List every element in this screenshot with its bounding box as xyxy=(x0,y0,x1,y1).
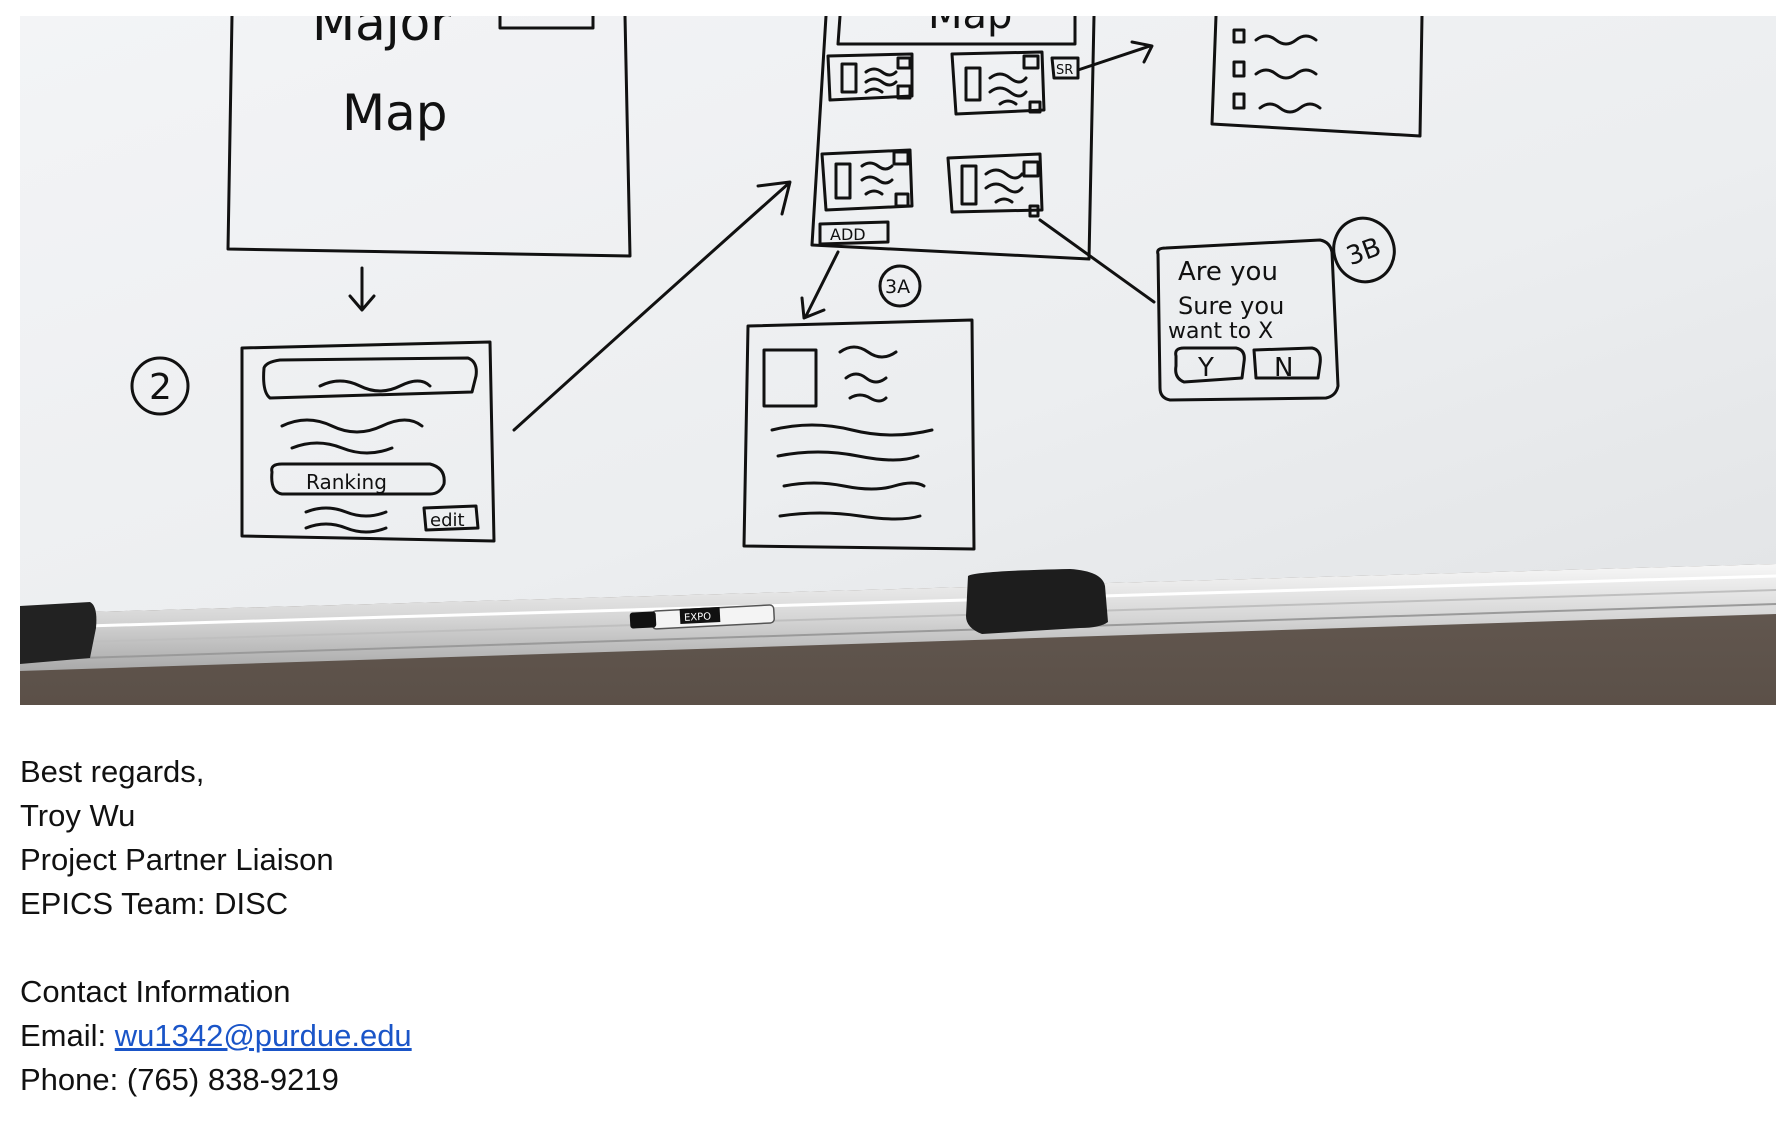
add-button-sketch xyxy=(818,220,890,246)
email-line: Email: wu1342@purdue.edu xyxy=(20,1014,412,1058)
step-2-label: 2 xyxy=(149,367,172,408)
email-link[interactable]: wu1342@purdue.edu xyxy=(114,1018,412,1053)
add-label: ADD xyxy=(830,225,866,244)
phone-line: Phone: (765) 838-9219 xyxy=(20,1062,339,1097)
sr-label: SR xyxy=(1056,63,1073,78)
map-partial-label: Map xyxy=(928,16,1012,38)
confirm-line-1: Are you xyxy=(1178,257,1278,287)
whiteboard-photo: EXPO xyxy=(20,16,1776,705)
list-box-sketch xyxy=(1210,16,1424,138)
email-label: Email: xyxy=(20,1018,115,1053)
confirm-yes-sketch xyxy=(1174,346,1246,384)
marker-brand-text: EXPO xyxy=(684,611,712,623)
confirm-no-sketch xyxy=(1252,346,1322,380)
email-signature: Best regards, Troy Wu Project Partner Li… xyxy=(20,750,412,1102)
sender-name: Troy Wu xyxy=(20,798,136,833)
detail-box-3a xyxy=(742,318,976,551)
eraser-right xyxy=(966,569,1108,634)
confirm-line-3: want to X xyxy=(1168,319,1273,344)
confirm-no-label: N xyxy=(1274,353,1293,383)
blank-line xyxy=(20,926,412,970)
confirm-line-2: Sure you xyxy=(1178,292,1284,320)
map-screen-box xyxy=(810,16,1096,261)
sender-team: EPICS Team: DISC xyxy=(20,886,289,921)
step-2-circle xyxy=(130,356,190,416)
arrow-to-map-icon xyxy=(512,180,792,432)
ranking-pill xyxy=(270,462,446,496)
edit-tag xyxy=(422,504,480,532)
confirm-yes-label: Y xyxy=(1197,353,1214,383)
sender-role: Project Partner Liaison xyxy=(20,842,334,877)
screen-2-box xyxy=(240,340,496,543)
arrow-down-icon xyxy=(348,266,376,312)
major-map-box xyxy=(226,16,632,258)
eraser-left xyxy=(20,602,97,664)
edit-label: edit xyxy=(430,510,465,531)
step-3b-circle xyxy=(1332,216,1396,284)
contact-heading: Contact Information xyxy=(20,974,291,1009)
confirm-dialog-sketch xyxy=(1156,238,1340,402)
whiteboard-surface xyxy=(20,16,1776,614)
step-3a-circle xyxy=(878,264,922,308)
expo-marker: EXPO xyxy=(629,604,775,630)
ranking-label: Ranking xyxy=(306,470,387,494)
major-map-label: Major Map xyxy=(312,16,467,142)
closing-line: Best regards, xyxy=(20,754,205,789)
step-3a-label: 3A xyxy=(885,276,910,298)
